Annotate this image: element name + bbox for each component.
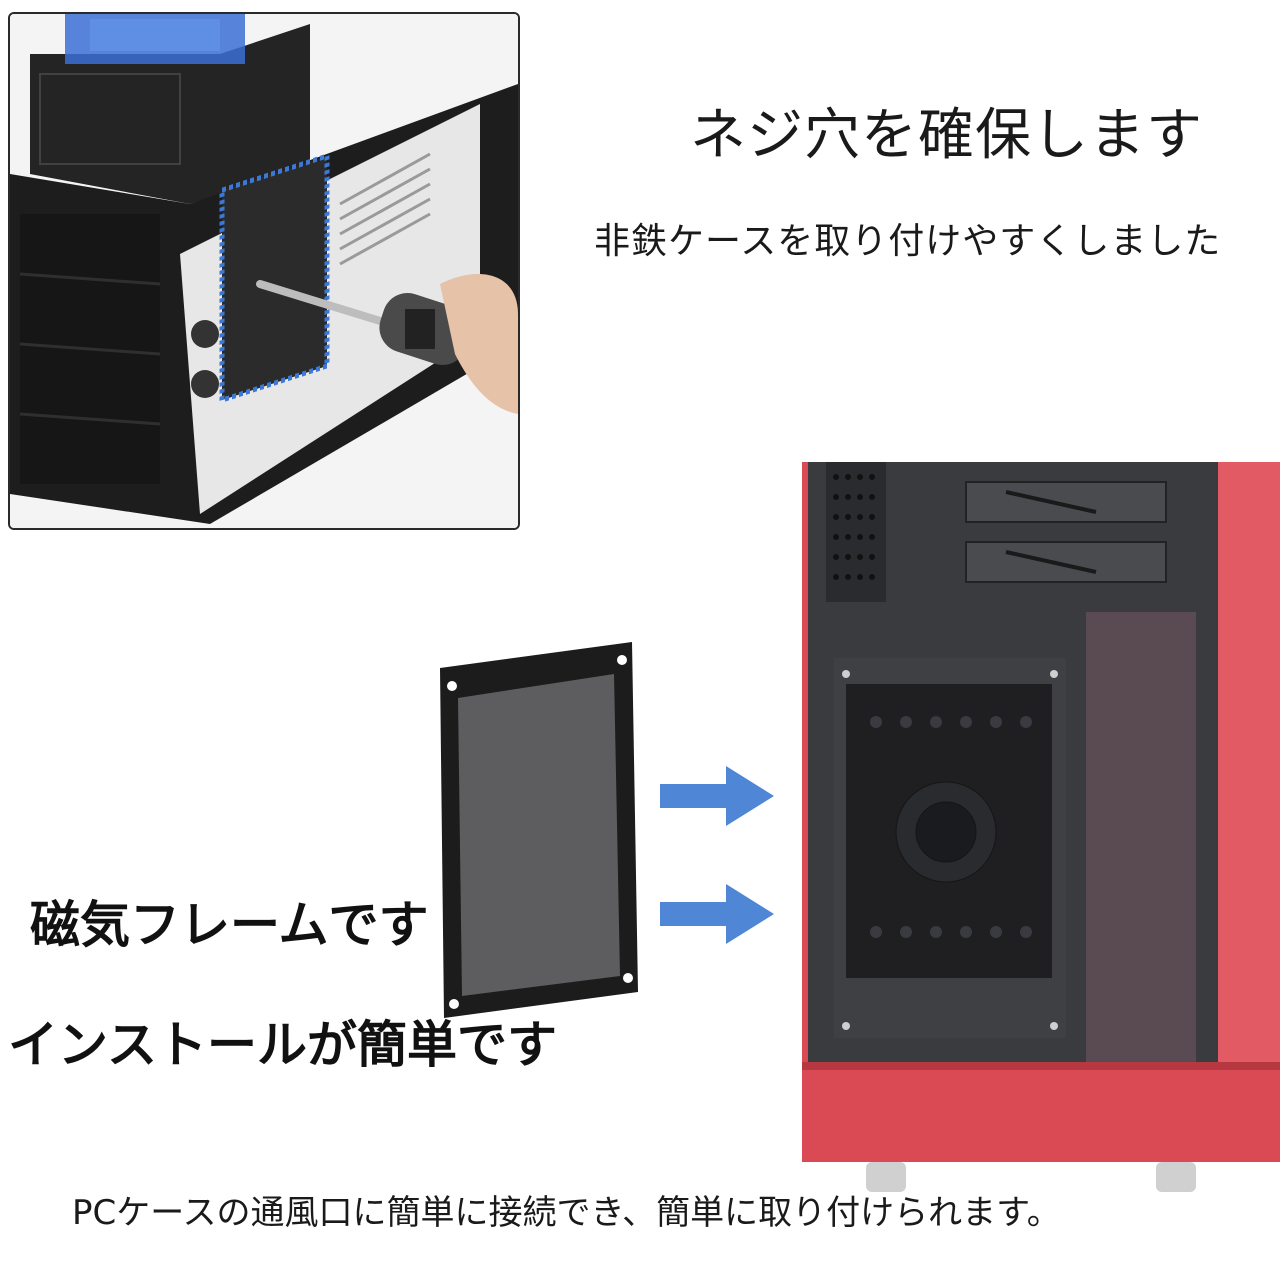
pc-case-screwdriver-photo: [8, 12, 520, 530]
label-easy-install: インストールが簡単です: [8, 1016, 557, 1074]
arrow-right-icon: [660, 766, 774, 826]
caption-easy-connect: PCケースの通風口に簡単に接続でき、簡単に取り付けられます。: [72, 1193, 1061, 1233]
label-magnetic-frame: 磁気フレームです: [30, 896, 429, 954]
magnetic-filter-frame: [436, 640, 642, 1020]
arrow-right-icon: [660, 884, 774, 944]
red-pc-case-photo: [796, 462, 1280, 1204]
subline-easy-mount: 非鉄ケースを取り付けやすくしました: [594, 221, 1222, 262]
headline-screw-holes: ネジ穴を確保します: [690, 103, 1203, 168]
